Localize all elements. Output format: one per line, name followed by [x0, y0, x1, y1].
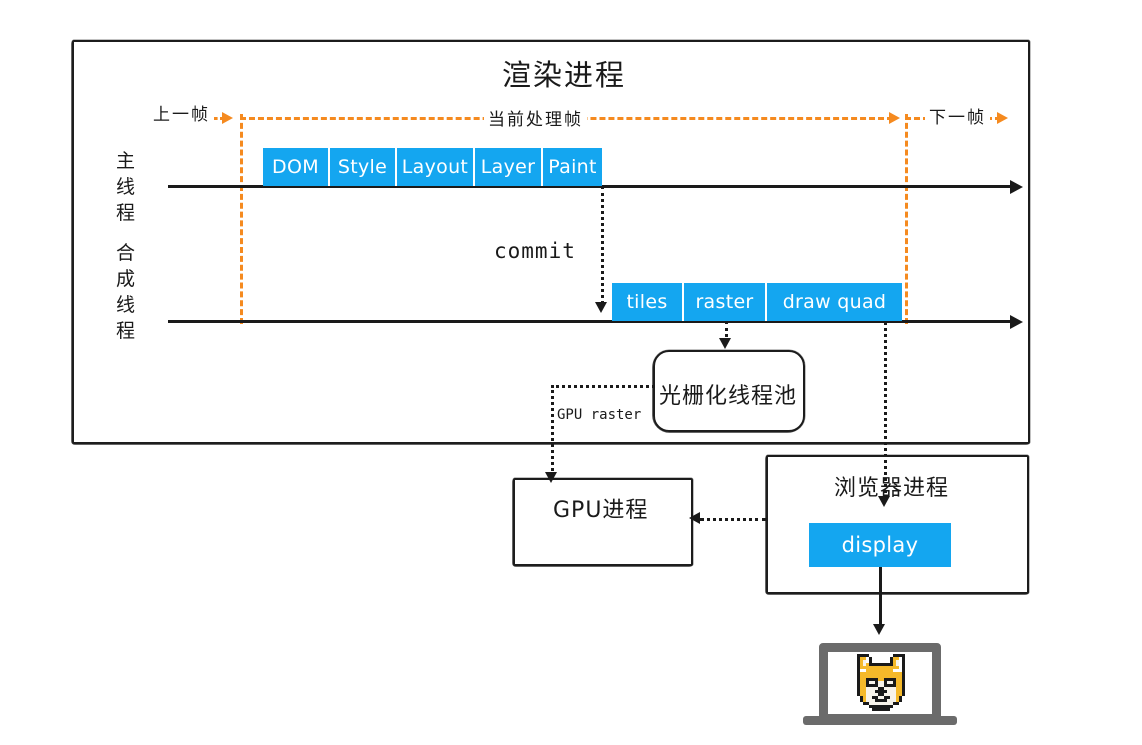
display-to-device-arrowhead: [873, 624, 885, 635]
current-frame-arrowhead: [889, 112, 900, 124]
browser-process-label: 浏览器进程: [834, 476, 950, 501]
draw-quad-to-browser-line: [884, 321, 887, 501]
gpu-process-label: GPU进程: [553, 498, 649, 523]
main-step-layout[interactable]: Layout: [397, 148, 475, 186]
browser-to-gpu-arrowhead: [689, 512, 700, 524]
gpu-raster-line-vertical: [551, 385, 554, 477]
gpu-raster-label: GPU raster: [557, 407, 642, 423]
compositor-step-raster[interactable]: raster: [684, 283, 767, 321]
commit-connector-arrowhead: [595, 302, 607, 313]
main-step-style[interactable]: Style: [330, 148, 397, 186]
compositor-thread-axis-arrowhead: [1010, 315, 1023, 329]
previous-frame-arrowhead: [222, 112, 233, 124]
lane-label-compositor-thread: 合成线程: [115, 242, 136, 342]
laptop-base: [803, 716, 957, 725]
frame-boundary-right: [905, 114, 908, 324]
commit-connector-line: [601, 186, 604, 304]
next-frame-label: 下一帧: [925, 103, 990, 128]
next-frame-arrowhead: [997, 112, 1008, 124]
commit-label: commit: [494, 239, 576, 263]
main-thread-axis: [168, 185, 1014, 188]
draw-quad-to-browser-arrowhead: [878, 496, 890, 507]
doge-pixel-art-icon: [857, 654, 905, 711]
frame-boundary-left: [240, 114, 243, 324]
compositor-step-draw-quad[interactable]: draw quad: [767, 283, 902, 321]
lane-label-main-thread: 主线程: [115, 150, 136, 224]
render-process-title: 渲染进程: [502, 58, 627, 92]
display-to-device-line: [879, 567, 882, 629]
gpu-raster-arrowhead: [545, 472, 557, 483]
current-frame-label: 当前处理帧: [484, 105, 587, 130]
compositor-thread-axis: [168, 320, 1014, 323]
display-chip[interactable]: display: [809, 523, 951, 567]
main-step-dom[interactable]: DOM: [263, 148, 330, 186]
raster-thread-pool-label: 光栅化线程池: [659, 384, 798, 409]
browser-to-gpu-line: [700, 518, 766, 521]
main-thread-axis-arrowhead: [1010, 180, 1023, 194]
previous-frame-label: 上一帧: [149, 100, 214, 125]
gpu-raster-line-horizontal: [551, 385, 655, 388]
compositor-step-tiles[interactable]: tiles: [612, 283, 684, 321]
main-step-paint[interactable]: Paint: [543, 148, 602, 186]
raster-to-pool-line: [725, 321, 728, 343]
raster-to-pool-arrowhead: [719, 338, 731, 349]
main-step-layer[interactable]: Layer: [475, 148, 543, 186]
